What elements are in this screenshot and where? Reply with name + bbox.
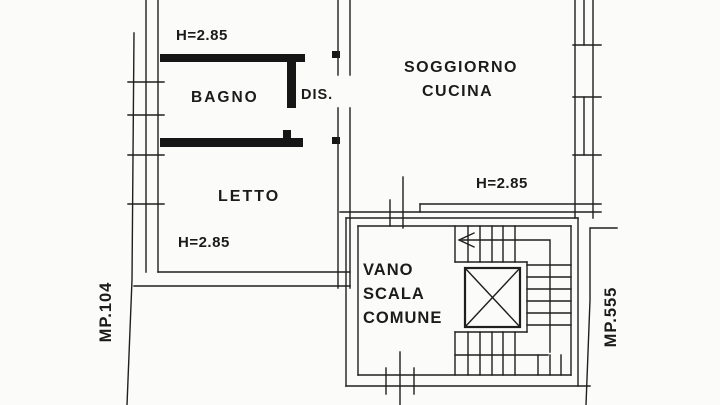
room-label-soggiorno: SOGGIORNO bbox=[404, 59, 518, 76]
boundary-marker-mp104: MP.104 bbox=[96, 281, 115, 343]
room-label-letto: LETTO bbox=[218, 188, 281, 205]
bagno-walls bbox=[160, 51, 340, 147]
partition-wall-center bbox=[337, 0, 351, 289]
room-label-comune: COMUNE bbox=[363, 309, 443, 327]
property-boundary-left bbox=[126, 32, 135, 405]
stair-direction-arrow bbox=[457, 232, 551, 353]
room-label-scala: SCALA bbox=[363, 285, 425, 303]
bagno-height-label: H=2.85 bbox=[176, 27, 228, 44]
room-label-cucina: CUCINA bbox=[422, 83, 494, 100]
letto-height-label: H=2.85 bbox=[178, 234, 230, 251]
stairwell-void bbox=[463, 266, 522, 329]
room-label-vano: VANO bbox=[363, 261, 414, 279]
boundary-marker-mp555: MP.555 bbox=[601, 286, 620, 348]
staircase bbox=[454, 225, 572, 376]
room-label-dis: DIS. bbox=[301, 87, 334, 103]
room-label-bagno: BAGNO bbox=[191, 89, 259, 106]
letto-wall-bottom bbox=[133, 271, 351, 287]
soggiorno-wall-bottom bbox=[339, 203, 602, 213]
soggiorno-height-label: H=2.85 bbox=[476, 175, 528, 192]
exterior-wall-right-windows bbox=[572, 0, 602, 219]
property-boundary-right bbox=[585, 227, 618, 405]
exterior-wall-left bbox=[127, 0, 165, 273]
stair-block-walls bbox=[345, 217, 591, 387]
stair-door-markers bbox=[385, 176, 415, 405]
